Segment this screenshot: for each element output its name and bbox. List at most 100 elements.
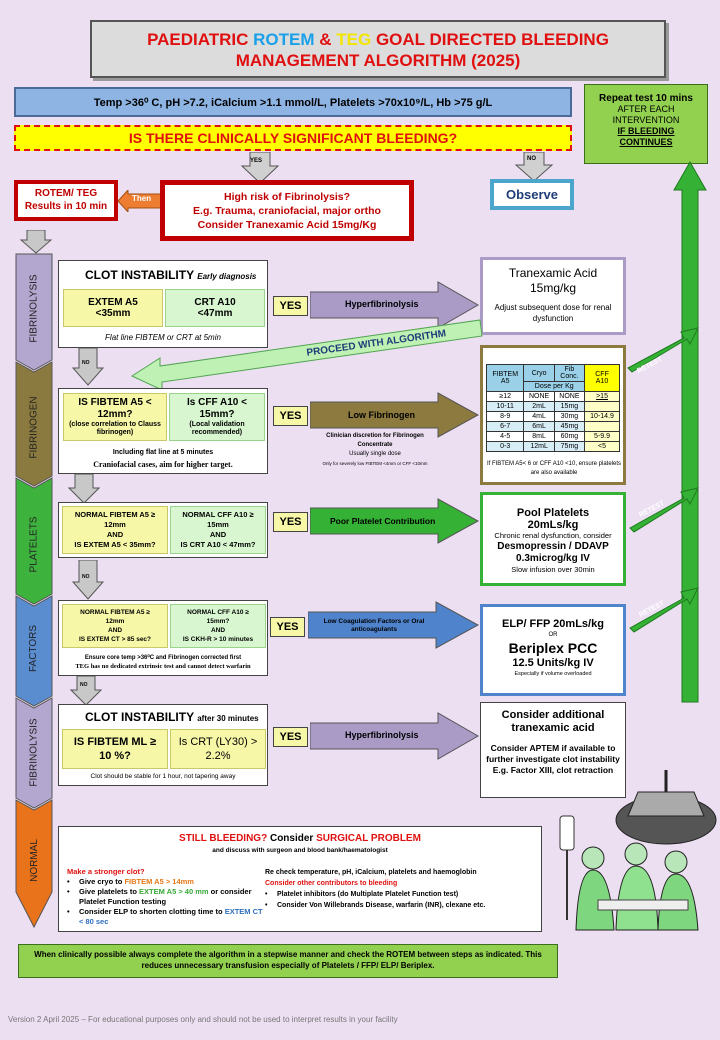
- repeat-line: CONTINUES: [619, 137, 673, 147]
- repeat-line: INTERVENTION: [612, 115, 680, 125]
- repeat-line: AFTER EACH: [617, 104, 675, 114]
- no-label: NO: [80, 682, 88, 688]
- title-rotem: ROTEM: [253, 30, 315, 49]
- tab-shape-fibrinogen: [15, 361, 53, 487]
- retest-arrow-factors: [629, 587, 699, 633]
- row3-left: NORMAL FIBTEM A5 ≥ 12mm AND IS EXTEM A5 …: [62, 506, 168, 554]
- iv-bag-icon: [559, 815, 575, 851]
- row1-title: CLOT INSTABILITY Early diagnosis: [85, 268, 257, 282]
- row3-result: Pool Platelets 20mLs/kg Chronic renal dy…: [480, 492, 626, 586]
- row5-fibtem: IS FIBTEM ML ≥ 10 %?: [62, 729, 168, 769]
- fibrinolysis-risk-box: High risk of Fibrinolysis? E.g. Trauma, …: [160, 180, 414, 241]
- retest-arrow-platelets: [629, 487, 699, 533]
- row4-yes: YES: [270, 617, 305, 637]
- tab-shape-platelets: [15, 477, 53, 605]
- version-text: Version 2 April 2025 – For educational p…: [8, 1015, 398, 1024]
- row4-arrow-label: Low Coagulation Factors or Oral anticoag…: [323, 618, 425, 633]
- retest-vertical-arrow: [673, 160, 707, 703]
- targets-bar: Temp >36⁰ C, pH >7.2, iCalcium >1.1 mmol…: [14, 87, 572, 117]
- no-down-arrow: [514, 152, 554, 182]
- tab-shape-factors: [15, 595, 53, 707]
- row1-extem: EXTEM A5 <35mm: [63, 289, 163, 327]
- risk-line: Consider Tranexamic Acid 15mg/Kg: [197, 219, 377, 231]
- then-arrow: [118, 190, 162, 212]
- row2-note2: Craniofacial cases, aim for higher targe…: [93, 460, 233, 469]
- footer-note-box: When clinically possible always complete…: [18, 944, 558, 978]
- row3-arrow: [310, 498, 480, 544]
- tab-factors: FACTORS: [28, 624, 40, 672]
- row2-arrow: [310, 392, 480, 438]
- row2-arrow-notes: Clinician discretion for Fibrinogen Conc…: [322, 433, 428, 466]
- rotem-line2: Results in 10 min: [24, 201, 108, 212]
- row4-no-arrow: [70, 676, 102, 706]
- no-label-small: NO: [527, 156, 536, 162]
- title-part: GOAL DIRECTED BLEEDING: [371, 30, 609, 49]
- row3-no-arrow: [72, 560, 104, 600]
- no-label: NO: [82, 574, 90, 580]
- th-fibtem: FIBTEM A5: [485, 364, 525, 392]
- th-fib: Fib Conc.: [553, 364, 586, 382]
- then-label: Then: [132, 194, 152, 203]
- row1-result: Tranexamic Acid 15mg/kg Adjust subsequen…: [480, 257, 626, 335]
- row1-yes: YES: [273, 296, 308, 316]
- normal-title: STILL BLEEDING? Consider SURGICAL PROBLE…: [179, 833, 421, 844]
- row3-yes: YES: [273, 512, 308, 532]
- row1-crt: CRT A10 <47mm: [165, 289, 265, 327]
- start-down-arrow: [20, 230, 52, 254]
- row5-arrow-label: Hyperfibrinolysis: [345, 730, 419, 740]
- row1-arrow: [310, 281, 480, 329]
- fibrinogen-table-note: If FIBTEM A5< 6 or CFF A10 <10, ensure p…: [486, 461, 622, 476]
- repeat-test-box: Repeat test 10 mins AFTER EACH INTERVENT…: [584, 84, 708, 164]
- normal-right: Re check temperature, pH, iCalcium, plat…: [265, 869, 486, 909]
- row2-box: IS FIBTEM A5 < 12mm? (close correlation …: [58, 388, 268, 474]
- question-text: IS THERE CLINICALLY SIGNIFICANT BLEEDING…: [128, 130, 458, 146]
- row1-note: Flat line FIBTEM or CRT at 5min: [105, 333, 221, 342]
- row2-no-arrow: [68, 474, 100, 504]
- row1-no-arrow: [72, 348, 104, 386]
- row4-note1: Ensure core temp >36⁰C and Fibrinogen co…: [84, 655, 242, 661]
- normal-subtitle: and discuss with surgeon and blood bank/…: [212, 847, 388, 854]
- risk-line: High risk of Fibrinolysis?: [223, 191, 350, 203]
- row4-note2: TEG has no dedicated extrinsic test and …: [75, 663, 251, 670]
- retest-arrow-fibrinogen: [627, 327, 699, 373]
- row1-arrow-label: Hyperfibrinolysis: [345, 299, 419, 309]
- tab-fibrinolysis: FIBRINOLYSIS: [28, 273, 40, 343]
- observe-box: Observe: [490, 179, 574, 210]
- row2-yes: YES: [273, 406, 308, 426]
- row3-arrow-label: Poor Platelet Contribution: [330, 516, 436, 526]
- row3-box: NORMAL FIBTEM A5 ≥ 12mm AND IS EXTEM A5 …: [58, 502, 268, 558]
- title-line2: MANAGEMENT ALGORITHM (2025): [235, 51, 521, 70]
- row5-yes: YES: [273, 727, 308, 747]
- row2-arrow-label: Low Fibrinogen: [348, 410, 415, 420]
- row4-result: ELP/ FFP 20mLs/kg OR Beriplex PCC 12.5 U…: [480, 604, 626, 696]
- yes-down-arrow: [240, 152, 280, 184]
- title-teg: TEG: [336, 30, 372, 49]
- normal-box: STILL BLEEDING? Consider SURGICAL PROBLE…: [58, 826, 542, 932]
- th-cryo: Cryo: [523, 364, 555, 382]
- retest-arrows: [627, 160, 707, 703]
- row5-box: CLOT INSTABILITY after 30 minutes IS FIB…: [58, 704, 268, 786]
- row5-result: Consider additional tranexamic acid Cons…: [480, 702, 626, 798]
- title-part: &: [314, 30, 337, 49]
- rotem-results-box: ROTEM/ TEG Results in 10 min: [14, 180, 118, 221]
- surgeons-illustration: [559, 770, 717, 931]
- tab-platelets: PLATELETS: [28, 516, 40, 572]
- tab-fibrinolysis2: FIBRINOLYSIS: [28, 717, 40, 787]
- normal-left: Make a stronger clot? •Give cryo to FIBT…: [67, 867, 263, 926]
- row4-box: NORMAL FIBTEM A5 ≥ 12mm AND IS EXTEM CT …: [58, 600, 268, 676]
- targets-text: Temp >36⁰ C, pH >7.2, iCalcium >1.1 mmol…: [93, 96, 493, 109]
- th-dose: Dose per Kg: [523, 381, 586, 392]
- row5-title: CLOT INSTABILITY after 30 minutes: [85, 710, 259, 724]
- tab-shape-fibrinolysis2: [15, 697, 53, 809]
- tab-fibrinogen: FIBRINOGEN: [28, 395, 40, 459]
- row1-result-title: Tranexamic Acid 15mg/kg: [508, 266, 598, 295]
- row3-right: NORMAL CFF A10 ≥ 15mm AND IS CRT A10 < 4…: [170, 506, 266, 554]
- row5-arrow: [310, 712, 480, 760]
- risk-line: E.g. Trauma, craniofacial, major ortho: [193, 205, 381, 217]
- row1-result-note: Adjust subsequent dose for renal dysfunc…: [494, 303, 612, 323]
